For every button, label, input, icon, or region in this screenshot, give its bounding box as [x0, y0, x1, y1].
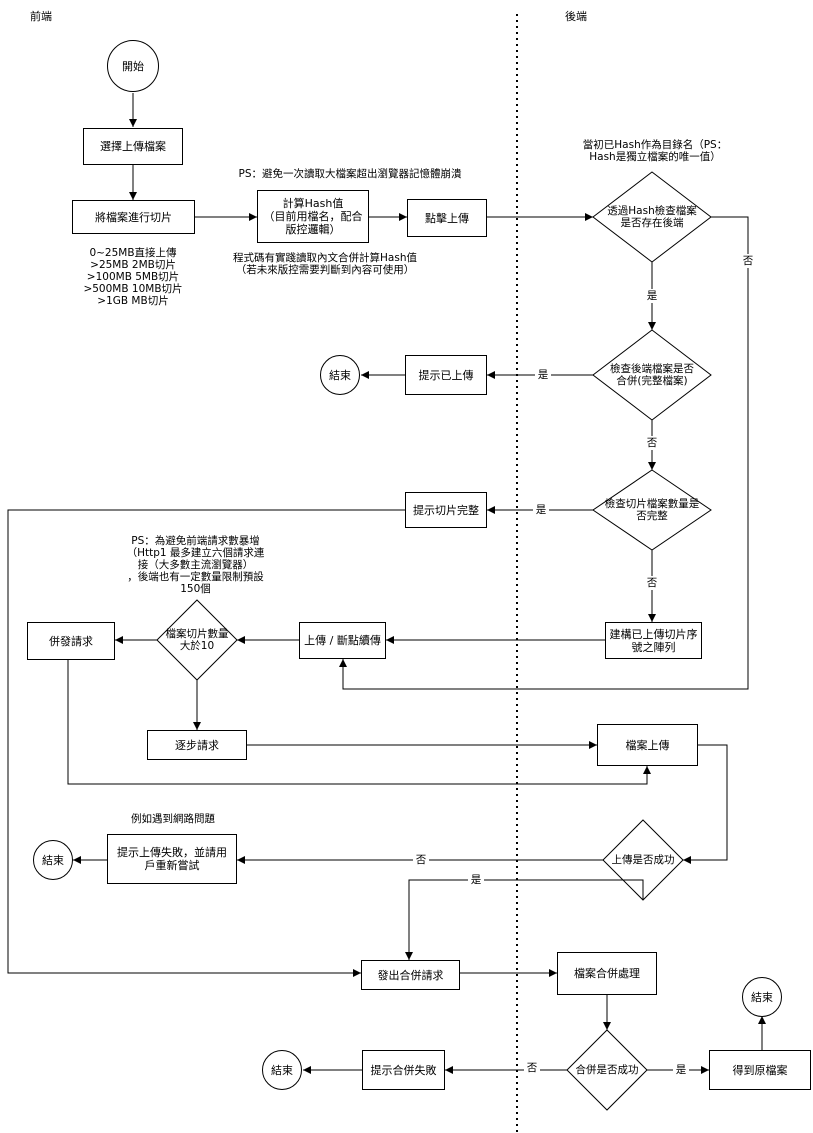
check-slice-count-label[interactable]: 檢查切片檔案數量是 否完整 [604, 498, 700, 522]
merge-process-box[interactable]: 檔案合併處理 [557, 952, 657, 995]
diamond-merge-ok [566, 1029, 648, 1111]
edge-label-yes-upload: 是 [468, 873, 484, 887]
tip-upload-fail-box[interactable]: 提示上傳失敗，並請用 戶重新嘗試 [107, 834, 237, 884]
edge-label-no-upload: 否 [413, 853, 429, 867]
ps-http1-note: PS：為避免前端請求數暴增 （Http1 最多建立六個請求連 接（大多數主流瀏覽… [126, 535, 265, 595]
tip-slices-done-box[interactable]: 提示切片完整 [405, 492, 487, 528]
click-upload-box[interactable]: 點擊上傳 [407, 199, 487, 237]
get-file-box[interactable]: 得到原檔案 [709, 1050, 811, 1090]
end-node-upload-fail[interactable]: 結束 [33, 840, 73, 880]
check-exists-label[interactable]: 透過Hash檢查檔案 是否存在後端 [607, 205, 697, 229]
slice-rules-note: 0~25MB直接上傳 >25MB 2MB切片 >100MB 5MB切片 >500… [83, 247, 183, 307]
hash-box[interactable]: 計算Hash值 （目前用檔名，配合 版控邏輯） [257, 190, 369, 243]
tip-uploaded-box[interactable]: 提示已上傳 [405, 355, 487, 395]
select-file-box[interactable]: 選擇上傳檔案 [83, 128, 183, 165]
lane-header-back: 後端 [565, 10, 587, 23]
end-node-merge-fail[interactable]: 結束 [262, 1050, 302, 1090]
tip-merge-fail-box[interactable]: 提示合併失敗 [362, 1050, 445, 1090]
end-node-success[interactable]: 結束 [742, 977, 782, 1017]
end-node-uploaded[interactable]: 結束 [320, 355, 360, 395]
concurrent-request-box[interactable]: 併發請求 [27, 622, 115, 660]
merge-ok-label[interactable]: 合併是否成功 [575, 1064, 639, 1076]
send-merge-box[interactable]: 發出合併請求 [361, 960, 460, 990]
slice-gt10-label[interactable]: 檔案切片數量 大於10 [165, 628, 229, 652]
edge-label-yes-merge: 是 [673, 1063, 689, 1077]
slice-file-box[interactable]: 將檔案進行切片 [72, 200, 195, 234]
file-upload-box[interactable]: 檔案上傳 [597, 724, 698, 766]
start-node[interactable]: 開始 [107, 40, 159, 92]
ps-memory-note: PS：避免一次讀取大檔案超出瀏覽器記憶體崩潰 [238, 168, 462, 180]
edge-label-no-exists: 否 [740, 254, 756, 268]
edge-label-yes-exists: 是 [644, 289, 660, 303]
edge-label-no-merge: 否 [524, 1061, 540, 1075]
network-issue-note: 例如遇到網路問題 [131, 813, 215, 825]
edges [7, 93, 766, 1074]
hash-dirname-note: 當初已Hash作為目錄名（PS： Hash是獨立檔案的唯一值） [582, 139, 728, 163]
edge-label-yes-merged: 是 [535, 368, 551, 382]
resume-upload-box[interactable]: 上傳 / 斷點續傳 [299, 622, 386, 659]
build-array-box[interactable]: 建構已上傳切片序 號之陣列 [605, 622, 702, 659]
step-request-box[interactable]: 逐步請求 [147, 730, 247, 760]
edge-label-no-complete: 否 [644, 576, 660, 590]
lane-header-front: 前端 [30, 10, 52, 23]
ps-hash-code-note: 程式碼有實踐讀取內文合併計算Hash值 （若未來版控需要判斷到內容可使用） [233, 252, 417, 276]
check-merged-label[interactable]: 檢查後端檔案是否 合併(完整檔案) [610, 363, 694, 387]
edge-label-no-merged: 否 [644, 436, 660, 450]
edge-label-yes-complete: 是 [533, 503, 549, 517]
upload-ok-label[interactable]: 上傳是否成功 [611, 854, 675, 866]
